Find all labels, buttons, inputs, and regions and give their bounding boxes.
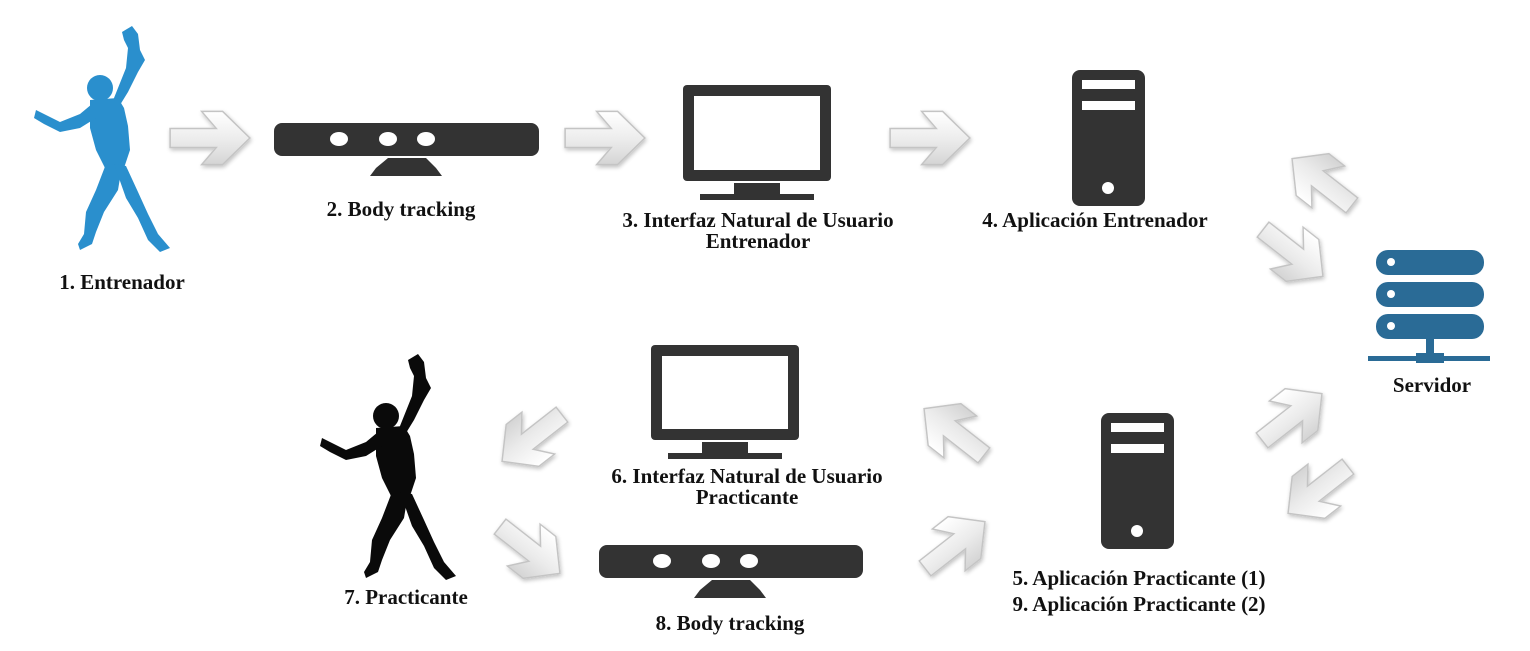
trainer-figure-icon [34,26,170,252]
arrow-icon [1274,136,1370,228]
aplicacion-practicante-1: 5. Aplicación Practicante (1) [1012,566,1266,590]
arrow-icon [484,392,580,484]
interfaz-practicante-line1: 6. Interfaz Natural de Usuario [611,464,883,488]
arrow-icon [906,386,1002,478]
arrow-icon [907,499,1003,591]
arrow-icon [889,110,971,166]
practicante-figure-icon [320,354,456,580]
arrow-icon [482,504,578,596]
aplicacion-practicante-2: 9. Aplicación Practicante (2) [1012,592,1266,616]
interfaz-practicante-line2: Practicante [695,485,799,509]
monitor-icon [651,345,799,459]
body-tracking-2-label: 8. Body tracking [655,611,805,635]
kinect-sensor-icon [599,545,863,598]
aplicacion-practicante-label: 5. Aplicación Practicante (1) 9. Aplicac… [1012,568,1265,615]
kinect-sensor-icon [274,123,539,176]
desktop-tower-icon [1072,70,1145,206]
arrow-icon [564,110,646,166]
interfaz-entrenador-line1: 3. Interfaz Natural de Usuario [622,208,894,232]
interfaz-entrenador-line2: Entrenador [705,229,811,253]
arrow-icon [169,110,251,166]
interfaz-entrenador-label: 3. Interfaz Natural de Usuario Entrenado… [622,210,893,252]
arrow-icon [1270,444,1366,536]
arrow-icon [1245,207,1341,299]
entrenador-label: 1. Entrenador [59,270,185,294]
server-icon [1368,250,1490,363]
aplicacion-entrenador-label: 4. Aplicación Entrenador [982,208,1208,232]
body-tracking-1-label: 2. Body tracking [326,197,476,221]
practicante-label: 7. Practicante [344,585,468,609]
desktop-tower-icon [1101,413,1174,549]
servidor-label: Servidor [1392,373,1472,397]
arrow-icon [1244,371,1340,463]
interfaz-practicante-label: 6. Interfaz Natural de Usuario Practican… [611,466,882,508]
monitor-icon [683,85,831,200]
